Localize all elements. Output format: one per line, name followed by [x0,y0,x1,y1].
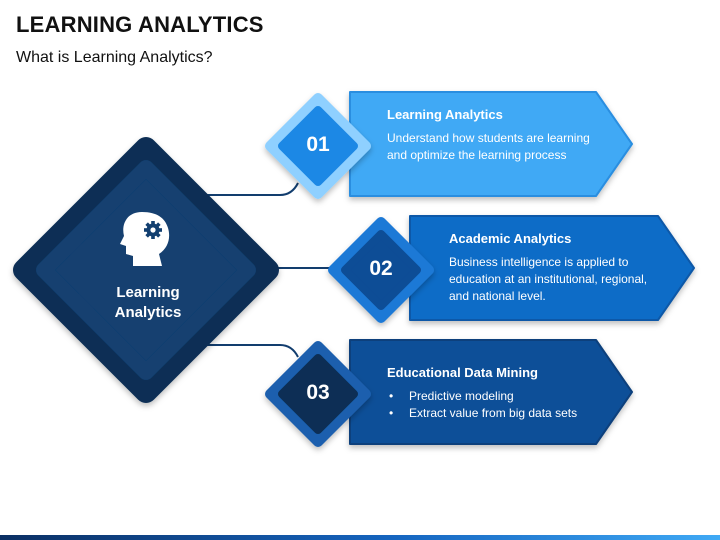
card-01-title: Learning Analytics [387,107,503,122]
connector-01 [205,182,299,196]
center-label-line2: Analytics [114,304,182,321]
badge-02-number: 02 [369,257,393,280]
badge-03-diamond [265,341,371,447]
card-02-shape [409,215,695,321]
card-03-title: Educational Data Mining [387,365,538,380]
center-diamond [13,137,279,403]
head-gear-icon [120,212,170,266]
card-03-bullet: Predictive modeling [387,388,602,405]
badge-03-number: 03 [306,381,330,404]
page-subtitle: What is Learning Analytics? [16,49,213,66]
badge-01-diamond [265,93,371,199]
card-01-shape [349,91,633,197]
card-03-bullet-list: Predictive modeling Extract value from b… [387,388,602,422]
card-02-text: Business intelligence is applied to educ… [449,255,648,303]
connector-03 [205,344,299,358]
page-title: LEARNING ANALYTICS [16,12,264,37]
center-label-line1: Learning [116,284,180,301]
card-03-bullet: Extract value from big data sets [387,405,602,422]
badge-01-number: 01 [306,133,330,156]
card-01-text: Understand how students are learning and… [387,131,590,162]
badge-02-diamond [328,217,434,323]
center-label: Learning Analytics [78,283,218,323]
bottom-accent-bar [0,535,720,540]
card-01: Learning Analytics Understand how studen… [387,106,592,164]
card-02-title: Academic Analytics [449,231,572,246]
card-03: Educational Data Mining Predictive model… [387,364,602,422]
card-02: Academic Analytics Business intelligence… [449,230,659,305]
